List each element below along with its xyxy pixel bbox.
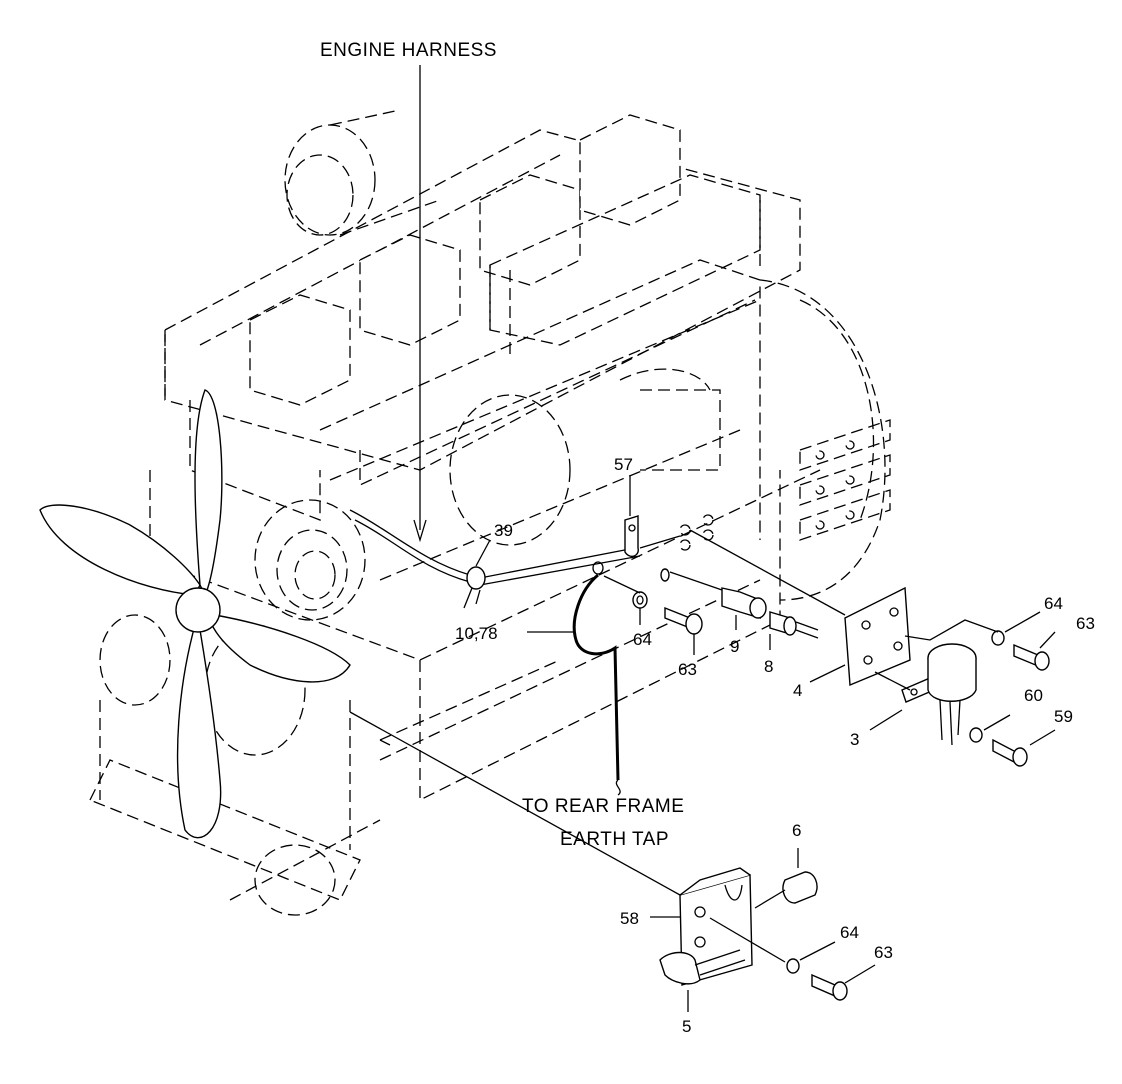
callout-9: 9	[730, 637, 739, 656]
relay-3	[901, 643, 977, 746]
washer-60	[969, 727, 983, 743]
callout-39: 39	[494, 521, 513, 540]
sensor-switch-8	[769, 611, 819, 639]
callout-60: 60	[1024, 686, 1043, 705]
bolt-63-a	[664, 606, 703, 635]
callout-57: 57	[614, 455, 633, 474]
callout-8: 8	[764, 657, 773, 676]
callout-3: 3	[850, 730, 859, 749]
cap-6	[782, 871, 818, 904]
bolt-59	[992, 738, 1028, 767]
callout-63-b: 63	[1076, 614, 1095, 633]
callout-63-a: 63	[678, 660, 697, 679]
engine-harness-wire	[349, 509, 681, 586]
leader-lines	[349, 65, 1056, 1012]
callout-64-b: 64	[1044, 594, 1063, 613]
engine-harness-caption: ENGINE HARNESS	[320, 40, 497, 61]
rear-frame-caption-line2: EARTH TAP	[560, 829, 669, 850]
mounting-plate-4	[844, 586, 911, 687]
bolt-63-b	[1013, 643, 1050, 671]
bracket-58	[679, 867, 753, 986]
rear-frame-caption-line1: TO REAR FRAME	[522, 796, 684, 817]
callout-59: 59	[1054, 707, 1073, 726]
washer-64-b	[991, 630, 1005, 646]
bolt-63-c	[811, 973, 848, 1001]
callout-64-a: 64	[633, 630, 652, 649]
callout-64-c: 64	[840, 923, 859, 942]
adapter-fitting-9	[660, 568, 767, 619]
fan-assembly	[39, 389, 351, 839]
callout-5: 5	[682, 1017, 691, 1036]
callout-10-78: 10,78	[455, 624, 498, 643]
callout-4: 4	[793, 681, 802, 700]
washer-64-c	[786, 958, 800, 974]
harness-clamp-57	[624, 515, 639, 558]
isolator-key-5	[659, 949, 746, 985]
callout-6: 6	[792, 821, 801, 840]
earth-cable-10-78	[572, 561, 621, 796]
harness-clip-39	[463, 566, 486, 609]
callout-58: 58	[620, 909, 639, 928]
washer-64-a	[632, 591, 648, 609]
callout-63-c: 63	[874, 943, 893, 962]
